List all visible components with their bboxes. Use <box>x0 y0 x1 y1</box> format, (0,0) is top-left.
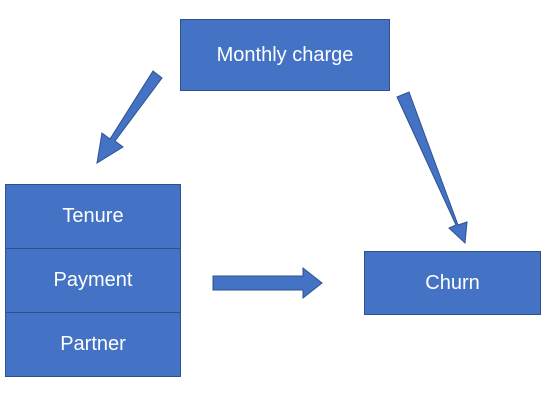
node-monthly-charge-label: Monthly charge <box>216 43 354 66</box>
node-churn-label: Churn <box>425 271 480 294</box>
node-partner: Partner <box>5 312 181 377</box>
node-tenure-label: Tenure <box>62 205 124 227</box>
arrow-monthly-to-churn <box>396 91 468 245</box>
node-payment-label: Payment <box>53 269 133 291</box>
node-payment: Payment <box>5 248 181 313</box>
node-monthly-charge: Monthly charge <box>180 19 390 91</box>
arrow-stack-to-churn <box>212 266 323 300</box>
node-churn: Churn <box>364 251 541 315</box>
arrow-monthly-to-stack <box>96 70 163 165</box>
node-partner-label: Partner <box>60 333 126 355</box>
node-tenure: Tenure <box>5 184 181 249</box>
